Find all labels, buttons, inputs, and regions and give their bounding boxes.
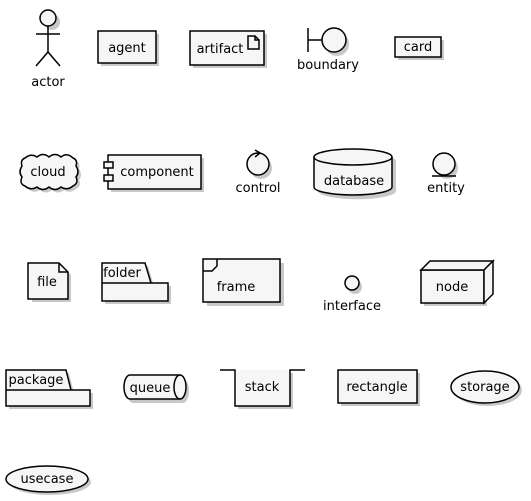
usecase-element: usecase — [5, 465, 91, 495]
artifact-label: artifact — [197, 42, 244, 57]
actor-label: actor — [31, 75, 65, 90]
card-label: card — [404, 40, 432, 55]
entity-element: entity — [427, 152, 465, 196]
control-label: control — [235, 181, 280, 196]
queue-element: queue — [123, 374, 189, 403]
stack-label: stack — [245, 380, 280, 395]
frame-element: frame — [202, 258, 284, 306]
usecase-label: usecase — [21, 472, 74, 487]
package-element: package — [5, 369, 93, 409]
actor-element: actor — [31, 9, 65, 90]
entity-label: entity — [427, 181, 465, 196]
boundary-label: boundary — [297, 58, 359, 73]
rectangle-element: rectangle — [337, 369, 420, 406]
queue-label: queue — [130, 381, 171, 396]
folder-label: folder — [103, 266, 141, 281]
interface-label: interface — [323, 299, 381, 314]
agent-label: agent — [108, 41, 146, 56]
file-element: file — [27, 262, 71, 302]
agent-element: agent — [97, 30, 159, 66]
card-element: card — [394, 36, 444, 60]
boundary-element: boundary — [297, 27, 359, 73]
storage-label: storage — [460, 380, 509, 395]
cloud-label: cloud — [30, 165, 65, 180]
component-label: component — [120, 165, 194, 180]
control-element: control — [235, 149, 281, 196]
frame-label: frame — [217, 280, 256, 295]
node-element: node — [419, 259, 495, 306]
cloud-element: cloud — [19, 153, 81, 193]
rectangle-label: rectangle — [346, 380, 407, 395]
interface-element: interface — [323, 275, 381, 314]
database-element: database — [313, 148, 396, 200]
database-label: database — [324, 174, 384, 189]
node-label: node — [436, 280, 468, 295]
file-label: file — [37, 275, 57, 290]
stack-element: stack — [220, 369, 305, 409]
package-label: package — [9, 373, 64, 388]
component-element: component — [103, 154, 204, 192]
folder-element: folder — [101, 262, 171, 304]
artifact-element: artifact — [189, 30, 267, 68]
storage-element: storage — [450, 370, 522, 406]
